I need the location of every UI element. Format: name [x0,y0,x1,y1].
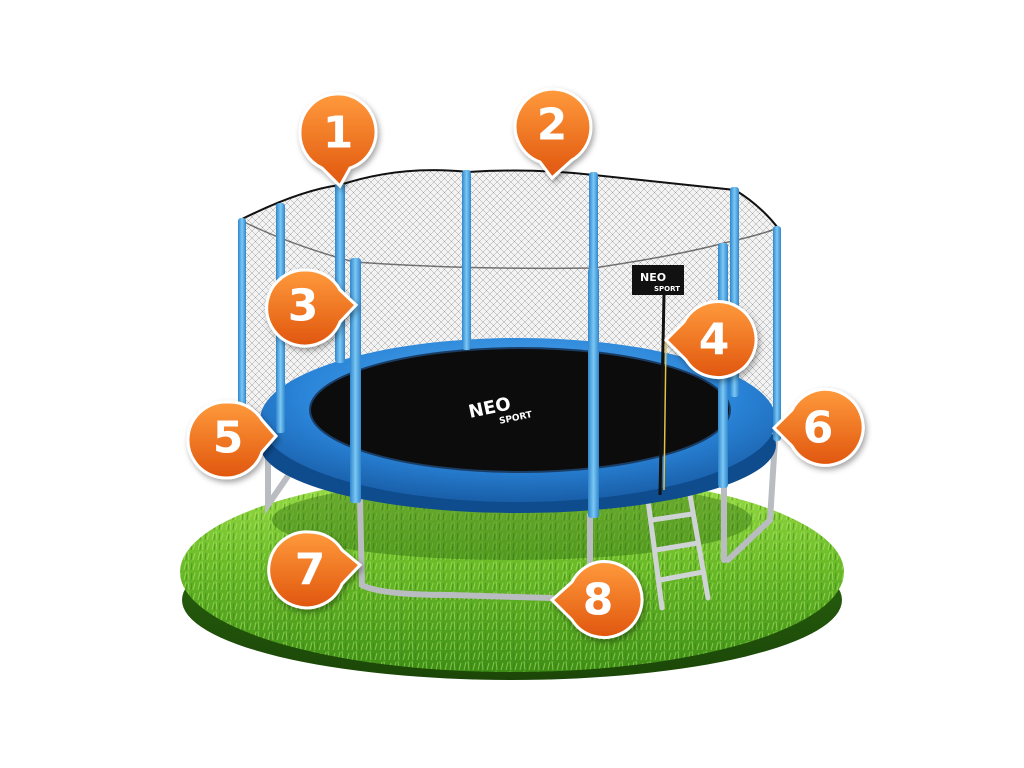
marker-3: 3 [265,268,359,348]
net-entrance: NEO SPORT [632,265,684,496]
map-pin-icon [267,530,363,610]
trampoline-bed [260,338,776,513]
marker-number: 5 [213,413,244,464]
marker-8: 8 [549,560,644,639]
marker-number: 8 [583,575,614,626]
map-pin-icon [663,300,758,379]
steel-frame [265,437,778,601]
svg-text:NEO: NEO [640,271,666,284]
marker-6: 6 [771,387,865,467]
marker-2: 2 [513,87,593,181]
marker-number: 7 [295,545,326,596]
ladder [645,492,711,611]
map-pin-icon [186,400,278,480]
marker-4: 4 [663,300,758,379]
map-pin-icon [513,87,593,181]
svg-text:SPORT: SPORT [654,285,680,293]
marker-number: 2 [537,100,568,151]
marker-number: 4 [699,315,730,366]
map-pin-icon [265,268,359,348]
marker-5: 5 [186,400,278,480]
marker-7: 7 [267,530,363,610]
map-pin-icon [549,560,644,639]
map-pin-icon [771,387,865,467]
net-poles [238,170,781,518]
marker-number: 6 [803,403,834,454]
marker-1: 1 [298,92,378,189]
map-pin-icon [298,92,378,189]
marker-number: 1 [323,108,354,159]
marker-number: 3 [288,281,319,332]
